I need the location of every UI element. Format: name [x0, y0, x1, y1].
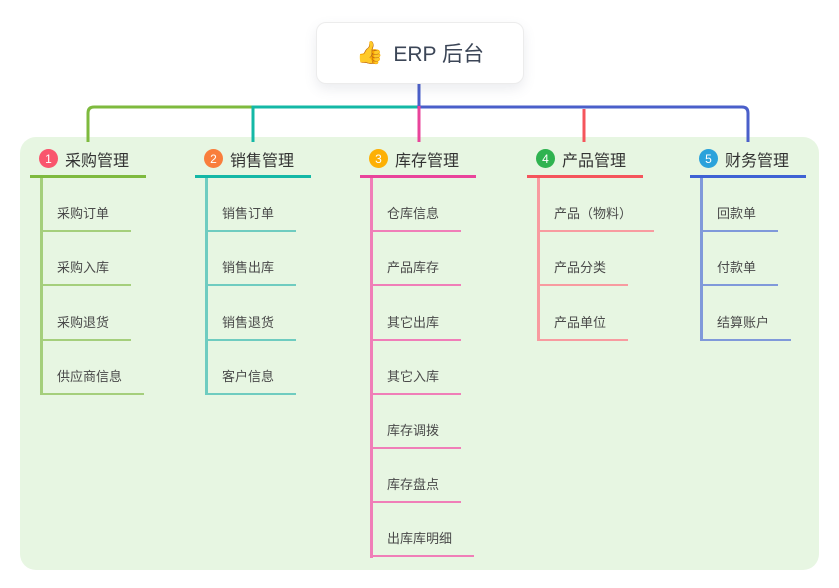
branch-item[interactable]: 付款单 [700, 232, 779, 287]
branch-finance: 5 财务管理 回款单 付款单 结算账户 [690, 147, 839, 341]
branch-number-badge: 1 [39, 149, 58, 168]
root-node-label: ERP 后台 [393, 43, 485, 66]
branch-item[interactable]: 库存调拨 [370, 395, 462, 449]
branch-header-product[interactable]: 4 产品管理 [527, 147, 643, 178]
branch-inventory: 3 库存管理 仓库信息 产品库存 其它出库 其它入库 库存调拨 库存盘点 出库库… [360, 147, 510, 558]
branch-label: 产品管理 [562, 152, 627, 170]
branch-item[interactable]: 产品单位 [537, 286, 629, 341]
branch-item[interactable]: 采购订单 [40, 178, 132, 233]
branch-label: 销售管理 [230, 152, 295, 170]
branch-item[interactable]: 销售退货 [205, 286, 297, 341]
branch-item[interactable]: 采购退货 [40, 286, 132, 341]
branch-item[interactable]: 销售出库 [205, 232, 297, 287]
root-node[interactable]: 👍 ERP 后台 [316, 22, 524, 84]
branch-trunk-line [370, 178, 373, 558]
branch-header-purchase[interactable]: 1 采购管理 [30, 147, 146, 178]
branch-purchase: 1 采购管理 采购订单 采购入库 采购退货 供应商信息 [30, 147, 180, 395]
branch-trunk-line [700, 178, 703, 341]
branch-item[interactable]: 出库库明细 [370, 503, 475, 558]
branch-item[interactable]: 回款单 [700, 178, 779, 233]
branch-number-badge: 3 [369, 149, 388, 168]
branch-item[interactable]: 产品（物料） [537, 178, 655, 233]
branch-trunk-line [205, 178, 208, 395]
branch-item[interactable]: 供应商信息 [40, 341, 145, 395]
branch-number-badge: 5 [699, 149, 718, 168]
branch-label: 库存管理 [395, 152, 460, 170]
branch-trunk-line [40, 178, 43, 395]
branch-item[interactable]: 库存盘点 [370, 449, 462, 504]
branch-item[interactable]: 仓库信息 [370, 178, 462, 233]
branch-item[interactable]: 产品分类 [537, 232, 629, 287]
branch-item[interactable]: 产品库存 [370, 232, 462, 287]
branch-trunk-line [537, 178, 540, 341]
branch-header-finance[interactable]: 5 财务管理 [690, 147, 806, 178]
branch-label: 采购管理 [65, 152, 130, 170]
branch-number-badge: 4 [536, 149, 555, 168]
branch-item[interactable]: 其它出库 [370, 286, 462, 341]
branch-header-inventory[interactable]: 3 库存管理 [360, 147, 476, 178]
branch-sales: 2 销售管理 销售订单 销售出库 销售退货 客户信息 [195, 147, 345, 395]
thumbs-up-icon: 👍 [355, 40, 384, 65]
branch-item[interactable]: 销售订单 [205, 178, 297, 233]
branch-product: 4 产品管理 产品（物料） 产品分类 产品单位 [527, 147, 677, 341]
branch-item[interactable]: 其它入库 [370, 341, 462, 395]
branch-number-badge: 2 [204, 149, 223, 168]
branch-item[interactable]: 客户信息 [205, 341, 297, 395]
branch-item[interactable]: 采购入库 [40, 232, 132, 287]
branches-background-panel [20, 137, 819, 570]
branch-header-sales[interactable]: 2 销售管理 [195, 147, 311, 178]
branch-item[interactable]: 结算账户 [700, 286, 792, 341]
branch-label: 财务管理 [725, 152, 790, 170]
